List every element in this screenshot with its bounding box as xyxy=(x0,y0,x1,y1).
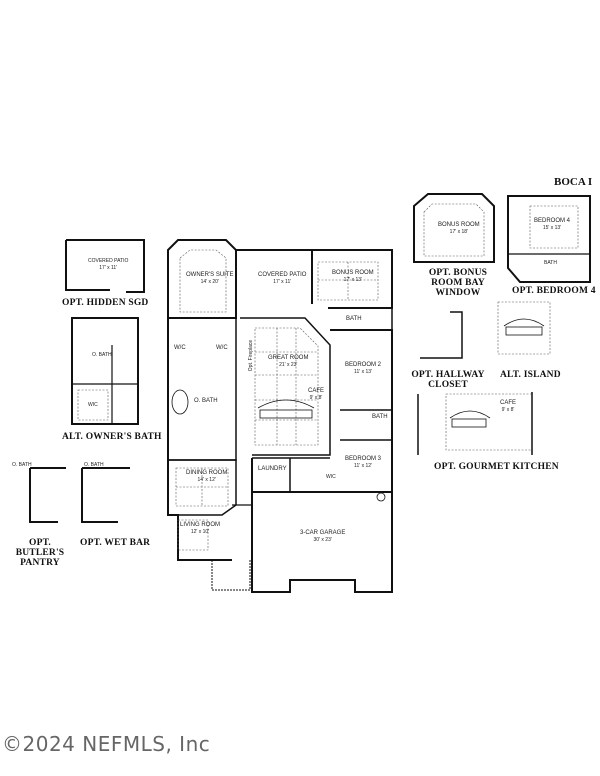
room-name: WIC xyxy=(88,402,98,408)
plan-name: BOCA I xyxy=(554,176,593,188)
room-name: W/C xyxy=(216,345,228,351)
caption-opt-bonus-bay: OPT. BONUS ROOM BAY WINDOW xyxy=(428,268,488,298)
room-name: BATH xyxy=(372,414,388,420)
room-bath-upper: BATH xyxy=(346,316,362,323)
room-name: COVERED PATIO xyxy=(88,258,129,264)
alt-owners-bath-room: O. BATH xyxy=(92,352,112,359)
room-name: CAFE xyxy=(308,388,325,394)
room-fireplace: Opt. Fireplace xyxy=(248,340,255,371)
caption-opt-gourmet-kitchen: OPT. GOURMET KITCHEN xyxy=(434,462,559,472)
room-dining-room: DINING ROOM 14' x 12' xyxy=(186,470,227,484)
alt-owners-bath-wic: WIC xyxy=(88,402,98,409)
room-dim: 14' x 12' xyxy=(197,477,216,483)
room-name: GREAT ROOM xyxy=(268,355,309,361)
room-dim: 15' x 13' xyxy=(542,225,562,231)
room-name: OWNER'S SUITE xyxy=(186,272,234,278)
room-bonus-room: BONUS ROOM 17' x 13' xyxy=(332,270,374,284)
room-name: BATH xyxy=(544,260,557,266)
room-dim: 14' x 20' xyxy=(200,279,219,285)
room-dim: 11' x 13' xyxy=(354,369,372,375)
opt-wet-bar-bath: O. BATH xyxy=(84,462,104,469)
room-name: COVERED PATIO xyxy=(258,272,307,278)
room-bedroom-3: BEDROOM 3 11' x 12' xyxy=(345,456,381,470)
opt-butlers-pantry-bath: O. BATH xyxy=(12,462,32,469)
room-name: O. BATH xyxy=(194,398,218,404)
room-name: O. BATH xyxy=(84,462,104,468)
room-name: LIVING ROOM xyxy=(180,522,221,528)
room-covered-patio: COVERED PATIO 17' x 11' xyxy=(258,272,306,286)
room-dim: 9' x 8' xyxy=(309,395,323,401)
room-name: DINING ROOM xyxy=(186,470,228,476)
room-dim: 12' x 10' xyxy=(190,529,210,535)
caption-opt-wet-bar: OPT. WET BAR xyxy=(80,538,151,548)
room-bath-mid: BATH xyxy=(372,414,388,421)
room-owner-bath: O. BATH xyxy=(194,398,218,405)
room-name: O. BATH xyxy=(92,352,112,358)
room-name: BEDROOM 3 xyxy=(345,456,382,462)
room-dim: 17' x 11' xyxy=(273,279,292,285)
caption-alt-island: ALT. ISLAND xyxy=(500,370,561,380)
room-garage: 3-CAR GARAGE 30' x 23' xyxy=(300,530,345,544)
room-wic-right: W/C xyxy=(216,345,228,352)
room-bedroom-2: BEDROOM 2 11' x 13' xyxy=(345,362,381,376)
room-name: 3-CAR GARAGE xyxy=(300,530,346,536)
room-name: BATH xyxy=(346,316,362,322)
room-living-room: LIVING ROOM 12' x 10' xyxy=(180,522,220,536)
opt-bedroom-4-bath: BATH xyxy=(544,260,557,267)
room-name: BONUS ROOM xyxy=(438,222,480,228)
room-name: BONUS ROOM xyxy=(332,270,374,276)
room-name: CAFE xyxy=(500,400,517,406)
room-great-room: GREAT ROOM 21' x 23' xyxy=(268,355,308,369)
copyright-watermark: ©2024 NEFMLS, Inc xyxy=(2,732,211,756)
room-dim: 11' x 12' xyxy=(354,463,372,469)
room-wic-hall: WIC xyxy=(326,474,336,481)
room-dim: 17' x 11' xyxy=(99,265,118,271)
room-name: BEDROOM 2 xyxy=(345,362,382,368)
opt-hidden-sgd-room: COVERED PATIO 17' x 11' xyxy=(88,258,128,272)
caption-opt-bedroom-4: OPT. BEDROOM 4 xyxy=(512,286,596,296)
room-name: BEDROOM 4 xyxy=(534,218,571,224)
caption-opt-hallway-closet: OPT. HALLWAY CLOSET xyxy=(411,370,485,390)
room-dim: 21' x 23' xyxy=(279,362,298,368)
caption-alt-owners-bath: ALT. OWNER'S BATH xyxy=(62,432,162,442)
room-name: LAUNDRY xyxy=(258,466,287,472)
room-name: WIC xyxy=(326,474,336,480)
opt-bonus-bay-room: BONUS ROOM 17' x 18' xyxy=(438,222,480,236)
room-name: O. BATH xyxy=(12,462,32,468)
room-cafe: CAFE 9' x 8' xyxy=(308,388,324,402)
room-owners-suite: OWNER'S SUITE 14' x 20' xyxy=(186,272,233,286)
room-dim: 17' x 13' xyxy=(343,277,362,283)
room-dim: 9' x 8' xyxy=(501,407,515,413)
room-name: Opt. Fireplace xyxy=(248,339,255,372)
room-wic-left: W/C xyxy=(174,345,186,352)
room-dim: 30' x 23' xyxy=(313,537,332,543)
room-dim: 17' x 18' xyxy=(449,229,468,235)
opt-gourmet-cafe: CAFE 9' x 8' xyxy=(500,400,516,414)
room-laundry: LAUNDRY xyxy=(258,466,287,473)
caption-opt-butlers-pantry: OPT. BUTLER'S PANTRY xyxy=(15,538,65,568)
opt-bedroom-4-room: BEDROOM 4 15' x 13' xyxy=(534,218,570,232)
room-name: W/C xyxy=(174,345,186,351)
caption-opt-hidden-sgd: OPT. HIDDEN SGD xyxy=(62,298,149,308)
